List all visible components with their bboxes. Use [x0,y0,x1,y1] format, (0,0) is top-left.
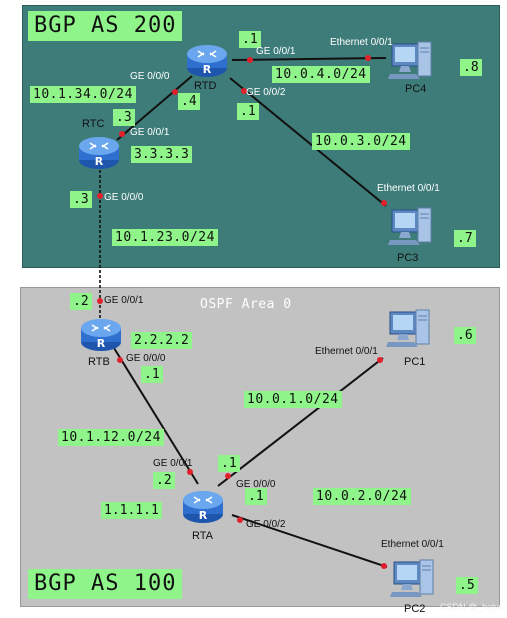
endpoint-dot [377,357,383,363]
network-label: 10.0.1.0/24 [244,391,342,408]
endpoint-dot [247,57,253,63]
device-name-rta: RTA [192,530,213,542]
endpoint-dot [225,473,231,479]
router-icon[interactable]: R [76,132,122,172]
host-id-label: .1 [245,488,267,505]
port-label: GE 0/0/2 [246,87,286,98]
as100-title: BGP AS 100 [28,569,183,599]
router-id-rtb: 2.2.2.2 [131,332,192,349]
host-id-label: .4 [178,93,200,110]
link-rtd-pc3 [229,77,387,207]
host-id-label: .1 [237,103,259,120]
endpoint-dot [381,200,387,206]
port-label: Ethernet 0/0/1 [377,183,440,194]
router-icon[interactable]: R [78,314,124,354]
host-id-label: .6 [454,327,476,344]
network-label: 10.1.34.0/24 [30,86,136,103]
endpoint-dot [187,469,193,475]
port-label: Ethernet 0/0/1 [381,539,444,550]
host-id-label: .3 [70,191,92,208]
port-label: GE 0/0/0 [130,71,170,82]
port-label: GE 0/0/1 [256,46,296,57]
router-icon[interactable]: R [180,486,226,526]
port-label: GE 0/0/1 [130,127,170,138]
network-label: 10.0.3.0/24 [312,133,410,150]
link-rta-pc2 [231,514,388,568]
device-name-rtb: RTB [88,356,110,368]
watermark: CSDN @_helys [440,602,504,612]
port-label: Ethernet 0/0/1 [330,37,393,48]
svg-text:R: R [97,337,106,350]
svg-text:R: R [203,63,212,76]
network-label: 10.1.12.0/24 [58,429,164,446]
pc-icon[interactable] [386,306,432,352]
svg-text:R: R [199,509,208,522]
pc-icon[interactable] [388,204,434,250]
endpoint-dot [117,357,123,363]
link-rtd-pc4 [231,57,387,61]
endpoint-dot [237,517,243,523]
device-name-rtc: RTC [82,118,105,130]
endpoint-dot [241,88,247,94]
svg-text:R: R [95,155,104,168]
port-label: GE 0/0/0 [126,353,166,364]
router-id-rta: 1.1.1.1 [101,502,162,519]
network-label: 10.0.4.0/24 [272,66,370,83]
host-id-label: .7 [454,230,476,247]
endpoint-dot [172,89,178,95]
device-name-pc2: PC2 [404,603,426,615]
link-rtd-rtc [116,75,193,141]
pc-icon[interactable] [388,38,434,84]
router-id-rtc: 3.3.3.3 [131,146,192,163]
host-id-label: .2 [70,293,92,310]
host-id-label: .5 [456,577,478,594]
endpoint-dot [381,563,387,569]
link-rta-pc1 [217,357,384,487]
port-label: GE 0/0/1 [104,295,144,306]
endpoint-dot [365,55,371,61]
host-id-label: .2 [153,472,175,489]
port-label: GE 0/0/1 [153,458,193,469]
device-name-pc3: PC3 [397,252,419,264]
host-id-label: .1 [218,455,240,472]
device-name-rtd: RTD [194,80,217,92]
port-label: GE 0/0/0 [236,479,276,490]
port-label: GE 0/0/2 [246,519,286,530]
network-label: 10.1.23.0/24 [112,229,218,246]
port-label: GE 0/0/0 [104,192,144,203]
endpoint-dot [119,131,125,137]
router-icon[interactable]: R [184,40,230,80]
device-name-pc4: PC4 [405,83,427,95]
link-rtb-rta [113,347,199,485]
device-name-pc1: PC1 [404,356,426,368]
endpoint-dot [97,298,103,304]
host-id-label: .1 [141,366,163,383]
host-id-label: .3 [113,109,135,126]
endpoint-dot [97,193,103,199]
as200-title: BGP AS 200 [28,11,183,41]
pc-icon[interactable] [390,556,436,602]
host-id-label: .1 [239,31,261,48]
host-id-label: .8 [460,59,482,76]
ospf-area-label: OSPF Area 0 [200,297,292,312]
port-label: Ethernet 0/0/1 [315,346,378,357]
network-label: 10.0.2.0/24 [313,488,411,505]
